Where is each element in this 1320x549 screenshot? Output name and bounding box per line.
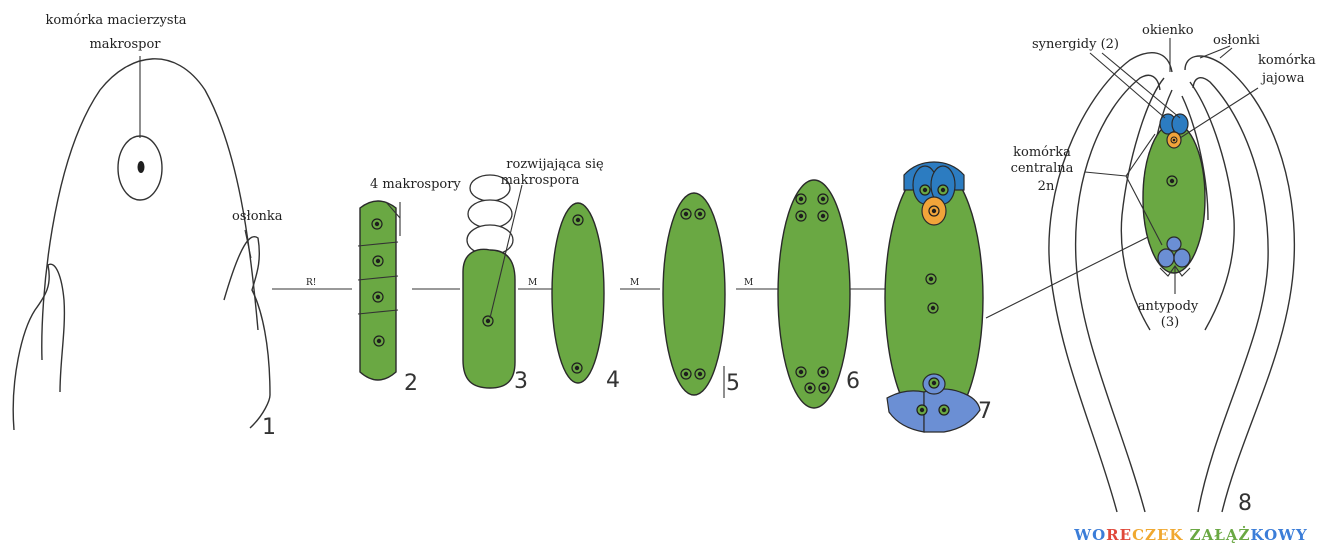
stage-3-functional-megaspore: [463, 175, 522, 388]
label-micropyle: okienko: [1142, 23, 1194, 38]
stage-2-tetrad: [358, 201, 400, 380]
stage-5-four-nucleate: [663, 193, 725, 398]
title-segment-5: KOWY: [1250, 526, 1307, 544]
stage-number-6: 6: [846, 369, 860, 394]
stage-7-mature-embryo-sac: [885, 162, 983, 432]
stage-1-ovule: [13, 56, 270, 430]
label-antipodals-line1: antypody: [1138, 299, 1199, 314]
label-egg-line1: komórka: [1258, 53, 1316, 68]
label-developing-line2: makrospora: [501, 173, 580, 188]
stage-number-4: 4: [606, 368, 620, 393]
label-mother-cell-line1: komórka macierzysta: [45, 13, 186, 28]
stage-6-eight-nucleate: [778, 180, 850, 408]
label-central-line2: centralna: [1011, 161, 1074, 176]
label-synergids: synergidy (2): [1032, 37, 1119, 52]
stage-number-1: 1: [262, 415, 276, 440]
stage-number-5: 5: [726, 371, 740, 396]
label-developing-line1: rozwijająca się: [506, 157, 604, 172]
label-four-megaspores: 4 makrospory: [370, 177, 461, 192]
label-central-line1: komórka: [1013, 145, 1071, 160]
label-mother-cell-line2: makrospor: [89, 37, 161, 52]
title-segment-4: ZAŁĄŻ: [1190, 525, 1251, 544]
label-antipodals-line2: (3): [1161, 315, 1179, 330]
stage-number-7: 7: [978, 399, 992, 424]
label-m2: M: [630, 278, 639, 288]
stage-number-3: 3: [514, 369, 528, 394]
stage-8-ovule-with-embryo-sac: [1049, 38, 1294, 512]
title-segment-3: CZEK: [1132, 526, 1190, 544]
diagram-title: WORECZEK ZAŁĄŻKOWY: [1073, 525, 1308, 544]
connector-to-stage-8: [986, 236, 1150, 318]
label-r1: R!: [306, 278, 316, 288]
label-integuments: osłonki: [1213, 33, 1260, 48]
stage-number-8: 8: [1238, 491, 1252, 516]
stage-number-2: 2: [404, 371, 418, 396]
label-egg-line2: jajowa: [1260, 71, 1305, 86]
title-segment-1: WO: [1073, 526, 1106, 544]
label-integument: osłonka: [232, 209, 283, 224]
label-m1: M: [528, 278, 537, 288]
label-central-line3: 2n: [1038, 179, 1055, 194]
mother-cell-nucleus: [138, 161, 145, 173]
stage-4-two-nucleate: [552, 203, 604, 383]
label-m3: M: [744, 278, 753, 288]
title-segment-2: RE: [1106, 526, 1132, 544]
